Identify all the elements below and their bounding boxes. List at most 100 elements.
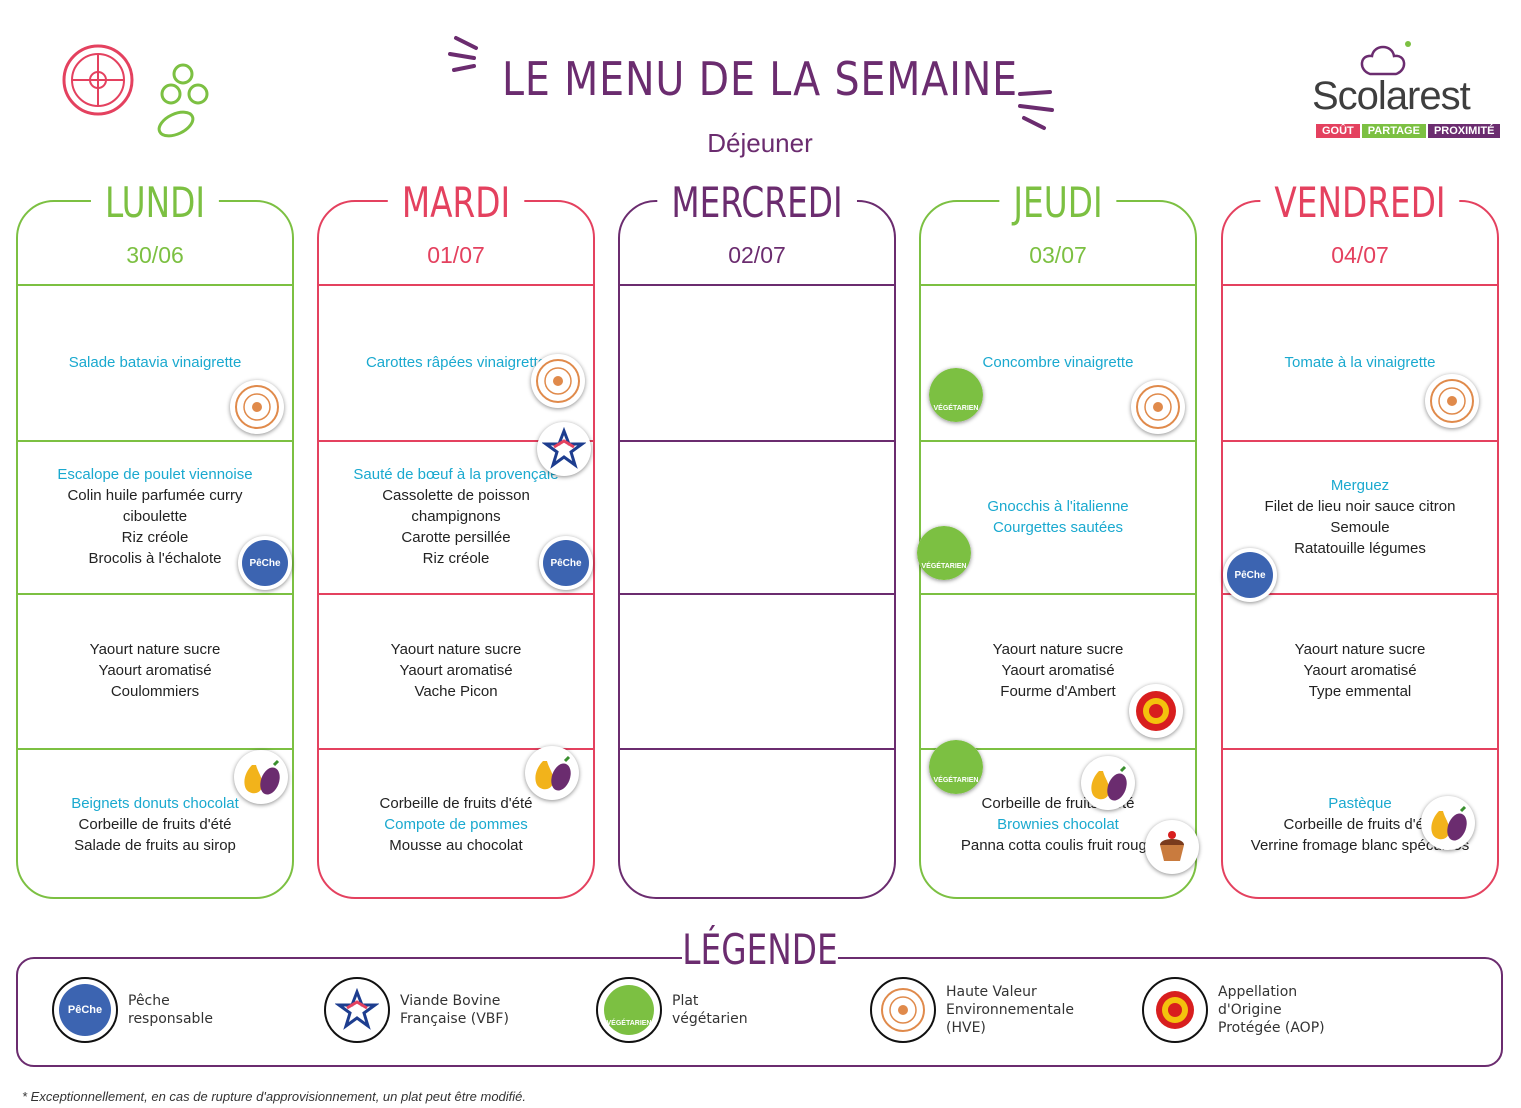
menu-item: Carotte persillée	[401, 529, 511, 546]
section-divider	[1223, 284, 1497, 286]
footnote: * Exceptionnellement, en cas de rupture …	[22, 1089, 527, 1104]
menu-item: Yaourt aromatisé	[399, 662, 513, 679]
menu-item: Semoule	[1330, 518, 1390, 536]
legend-label: Appellation d'Origine Protégée (AOP)	[1218, 984, 1325, 1036]
menu-item: Brocolis à l'échalote	[88, 550, 222, 567]
peche-responsable-icon: PêChe	[539, 536, 593, 590]
fruit-icon-glyph	[1091, 765, 1127, 801]
menu-item: Yaourt aromatisé	[1303, 662, 1417, 679]
page-title: LE MENU DE LA SEMAINE	[501, 52, 1019, 106]
vegetarian-icon: VÉGÉTARIEN	[596, 977, 662, 1043]
day-date: 01/07	[427, 242, 485, 268]
hve-icon-glyph	[1136, 385, 1180, 429]
menu-item: Yaourt nature sucre	[992, 641, 1124, 658]
peche-responsable-icon-glyph: PêChe	[1227, 552, 1273, 598]
menu-item: Salade batavia vinaigrette	[68, 353, 242, 371]
tagline-gout: GOÛT	[1316, 124, 1360, 138]
menu-item: Cassolette de poisson champignons	[382, 487, 530, 525]
scolarest-logo: Scolarest GOÛT PARTAGE PROXIMITÉ	[1312, 40, 1501, 144]
viande-bovine-icon	[324, 977, 390, 1043]
section-divider	[18, 748, 292, 750]
menu-item: Merguez	[1330, 476, 1390, 494]
menu-item: Beignets donuts chocolat	[71, 795, 239, 812]
section-divider	[319, 440, 593, 442]
fruit-icon	[525, 746, 579, 800]
hve-icon	[230, 380, 284, 434]
tomato-decoration-icon	[62, 44, 209, 138]
menu-item: Corbeille de fruits d'été	[1283, 816, 1437, 833]
fruit-icon	[1081, 756, 1135, 810]
menu-cell-starter: Carottes râpées vinaigrette	[319, 284, 593, 440]
day-name: JEUDI	[999, 178, 1117, 227]
section-divider	[921, 593, 1195, 595]
brand-name: Scolarest	[1312, 74, 1471, 118]
menu-item: Salade de fruits au sirop	[74, 837, 236, 854]
vegetarian-icon-glyph: VÉGÉTARIEN	[917, 526, 971, 580]
day-name: LUNDI	[90, 178, 220, 227]
section-divider	[319, 284, 593, 286]
menu-item: Mousse au chocolat	[389, 837, 523, 854]
aop-icon	[1142, 977, 1208, 1043]
fruit-icon	[234, 750, 288, 804]
day-date: 03/07	[1029, 242, 1087, 268]
fruit-icon-glyph	[244, 759, 280, 795]
day-date: 30/06	[126, 242, 184, 268]
section-divider	[620, 440, 894, 442]
menu-item: Vache Picon	[414, 683, 498, 700]
viande-bovine-icon	[537, 422, 591, 476]
title-accent-left-icon	[448, 36, 478, 72]
legend-label: Pêche responsable	[128, 993, 213, 1027]
menu-item: Riz créole	[121, 529, 189, 546]
section-divider	[620, 593, 894, 595]
menu-item: Escalope de poulet viennoise	[57, 466, 253, 483]
menu-item: Type emmental	[1308, 683, 1412, 700]
legend-item-hve: Haute Valeur Environnementale (HVE)	[870, 977, 1086, 1043]
menu-item: Sauté de bœuf à la provençale	[353, 466, 559, 483]
section-divider	[18, 284, 292, 286]
menu-cell-starter: Salade batavia vinaigrette	[18, 284, 292, 440]
section-divider	[1223, 440, 1497, 442]
fruit-icon-glyph	[535, 755, 571, 791]
section-divider	[921, 440, 1195, 442]
hve-icon-glyph	[1430, 379, 1474, 423]
peche-responsable-icon: PêChe	[52, 977, 118, 1043]
day-date: 02/07	[728, 242, 786, 268]
legend-item-peche: PêChe Pêche responsable	[52, 977, 238, 1043]
menu-item: Panna cotta coulis fruit rouge	[960, 837, 1156, 854]
peche-responsable-icon: PêChe	[238, 536, 292, 590]
hve-icon-glyph	[235, 385, 279, 429]
menu-item: Filet de lieu noir sauce citron	[1264, 497, 1456, 515]
menu-item: Gnocchis à l'italienne	[987, 497, 1129, 515]
menu-item: Compote de pommes	[384, 816, 528, 833]
hve-icon	[1131, 380, 1185, 434]
section-divider	[620, 748, 894, 750]
chef-hat-icon	[1360, 41, 1411, 76]
menu-item: Fourme d'Ambert	[1000, 683, 1116, 700]
menu-item: Yaourt nature sucre	[89, 641, 221, 658]
menu-item: Yaourt aromatisé	[98, 662, 212, 679]
legend-label: Viande Bovine Française (VBF)	[400, 993, 509, 1027]
menu-item: Ratatouille légumes	[1294, 539, 1426, 557]
day-name: MARDI	[387, 178, 525, 227]
menu-item: Corbeille de fruits d'été	[379, 795, 533, 812]
day-date: 04/07	[1331, 242, 1389, 268]
legend-label: Plat végétarien	[672, 993, 748, 1027]
hve-icon	[870, 977, 936, 1043]
menu-item: Carottes râpées vinaigrette	[365, 353, 547, 371]
fruit-icon	[1421, 796, 1475, 850]
legend-item-vbf: Viande Bovine Française (VBF)	[324, 977, 530, 1043]
menu-item: Pastèque	[1328, 795, 1392, 812]
section-divider	[18, 593, 292, 595]
section-divider	[319, 593, 593, 595]
